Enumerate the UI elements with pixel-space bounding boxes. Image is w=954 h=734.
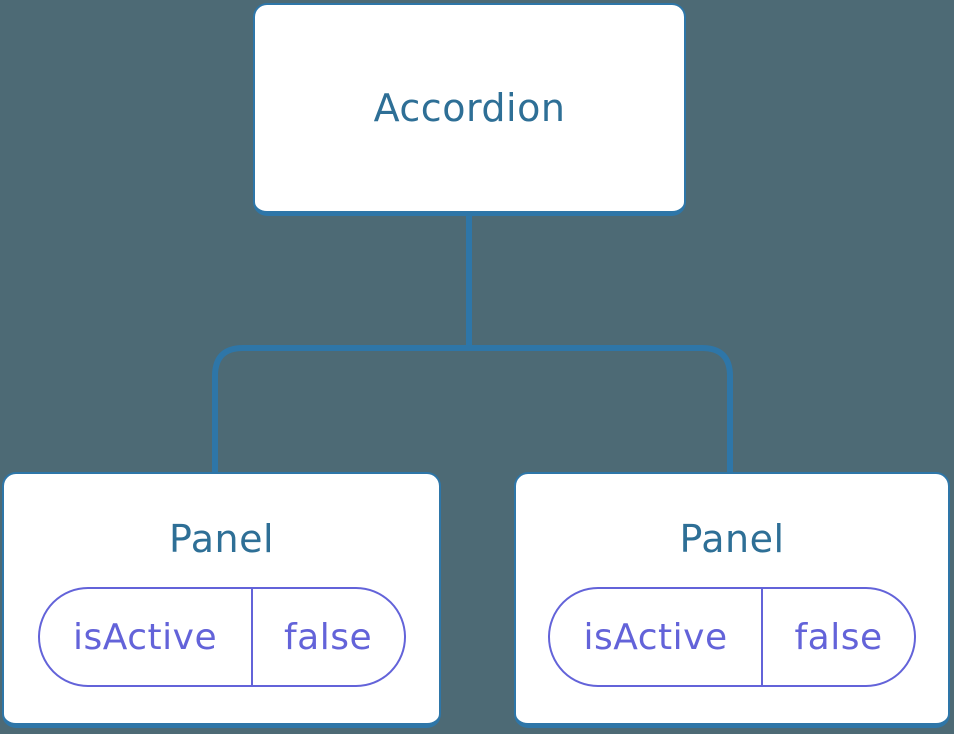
node-panel-2-label: Panel <box>679 517 785 561</box>
node-accordion-label: Accordion <box>373 86 566 130</box>
node-panel-1-label: Panel <box>168 517 274 561</box>
state-pill: isActive false <box>37 587 406 687</box>
state-key: isActive <box>40 589 253 685</box>
node-panel-2: Panel isActive false <box>514 472 950 728</box>
connector-bracket <box>212 345 733 474</box>
state-key: isActive <box>550 589 764 685</box>
state-value: false <box>283 616 373 658</box>
state-value: false <box>794 616 883 658</box>
node-accordion: Accordion <box>253 3 686 216</box>
state-pill: isActive false <box>548 587 916 687</box>
node-panel-1: Panel isActive false <box>2 472 441 728</box>
